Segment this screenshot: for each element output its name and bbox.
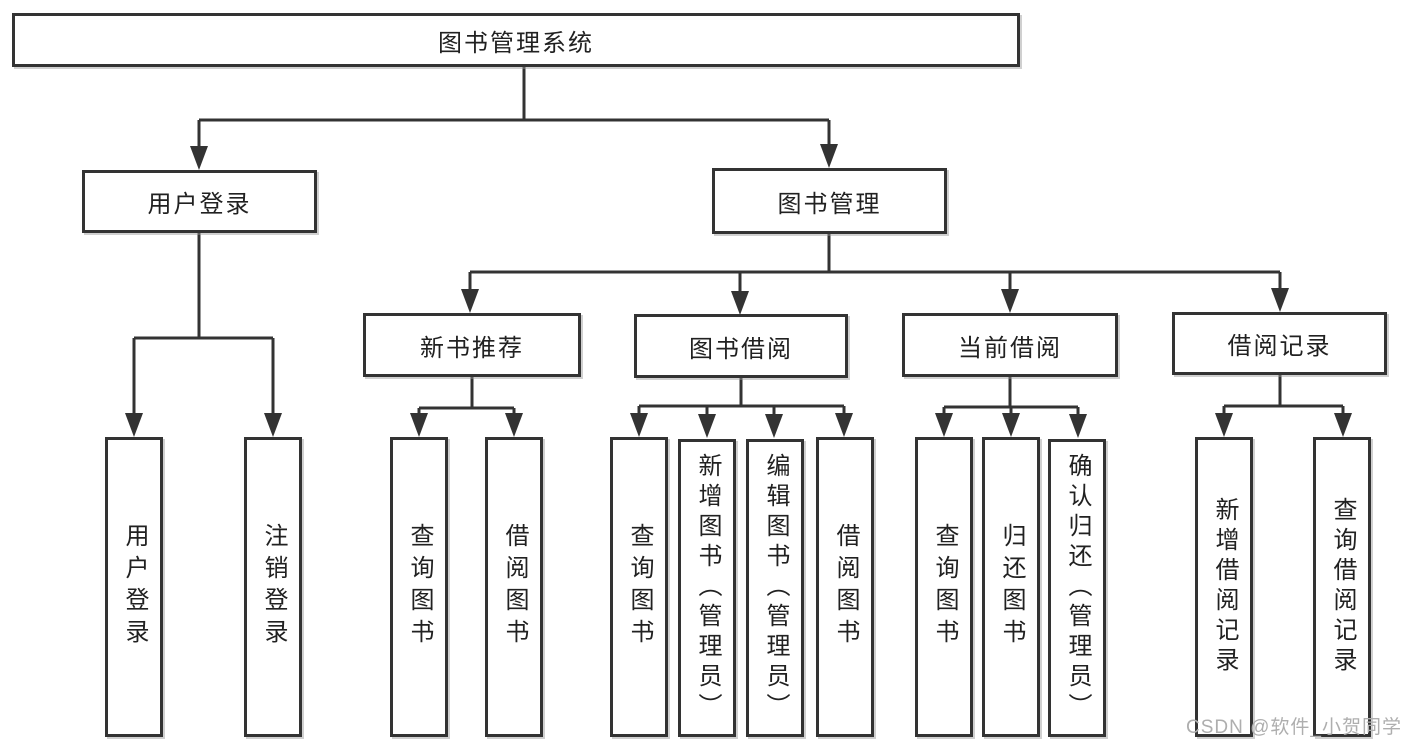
connector-book-borrow-to-children [630, 378, 853, 438]
node-label: 编辑图书（管理员） [762, 453, 789, 723]
node-leaf-borrow-book-1: 借阅图书 [485, 437, 543, 737]
node-leaf-confirm-return-admin: 确认归还（管理员） [1048, 439, 1106, 737]
connector-borrow-records-to-children [1215, 375, 1352, 437]
connector-new-book-to-children [410, 377, 523, 437]
node-label: 归还图书 [998, 523, 1025, 651]
node-current-borrowing: 当前借阅 [902, 313, 1118, 377]
node-label: 新书推荐 [420, 334, 524, 362]
node-label: 查询借阅记录 [1329, 497, 1356, 677]
node-leaf-query-book-3: 查询图书 [915, 437, 973, 737]
node-label: 图书管理系统 [438, 29, 594, 57]
node-label: 查询图书 [626, 523, 653, 651]
node-leaf-add-borrow-record: 新增借阅记录 [1195, 437, 1253, 737]
node-leaf-query-borrow-record: 查询借阅记录 [1313, 437, 1371, 737]
connector-user-login-to-children [125, 233, 282, 437]
node-leaf-user-login: 用户登录 [105, 437, 163, 737]
node-leaf-logout: 注销登录 [244, 437, 302, 737]
node-library-system: 图书管理系统 [12, 13, 1020, 67]
node-label: 借阅图书 [501, 523, 528, 651]
node-label: 图书借阅 [689, 335, 793, 363]
node-leaf-return-book: 归还图书 [982, 437, 1040, 737]
connector-current-borrow-to-children [935, 377, 1087, 438]
node-label: 新增图书（管理员） [694, 453, 721, 723]
node-label: 当前借阅 [958, 334, 1062, 362]
node-label: 借阅图书 [832, 523, 859, 651]
node-label: 新增借阅记录 [1211, 497, 1238, 677]
node-leaf-edit-book-admin: 编辑图书（管理员） [746, 439, 804, 737]
node-label: 确认归还（管理员） [1064, 453, 1091, 723]
csdn-watermark: CSDN @软件_小贺同学 [1186, 717, 1402, 738]
node-borrow-records: 借阅记录 [1172, 312, 1387, 375]
node-label: 注销登录 [260, 523, 287, 651]
node-label: 用户登录 [147, 191, 252, 218]
node-label: 借阅记录 [1227, 333, 1332, 360]
connector-book-mgmt-to-level3 [461, 234, 1289, 315]
connector-root-to-level2 [190, 67, 838, 170]
node-leaf-query-book-1: 查询图书 [390, 437, 448, 737]
node-label: 查询图书 [406, 523, 433, 651]
node-label: 查询图书 [931, 523, 958, 651]
node-label: 用户登录 [121, 523, 148, 651]
node-book-management: 图书管理 [712, 168, 947, 234]
node-leaf-borrow-book-2: 借阅图书 [816, 437, 874, 737]
node-leaf-query-book-2: 查询图书 [610, 437, 668, 737]
node-leaf-add-book-admin: 新增图书（管理员） [678, 439, 736, 737]
node-new-book-recommend: 新书推荐 [363, 313, 581, 377]
node-book-borrowing: 图书借阅 [634, 314, 848, 378]
node-user-login: 用户登录 [82, 170, 317, 233]
node-label: 图书管理 [777, 190, 882, 218]
